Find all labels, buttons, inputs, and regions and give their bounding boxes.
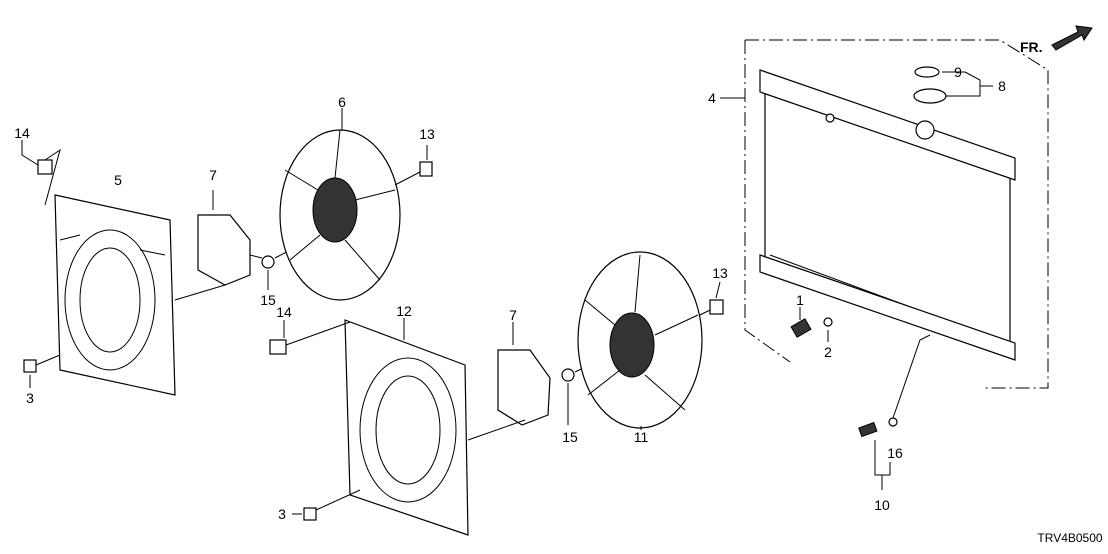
callout-7-upper: 7 — [209, 167, 217, 183]
radiator-cap-8 — [913, 88, 947, 104]
nut-13-upper — [419, 161, 433, 177]
callout-3-upper: 3 — [26, 390, 34, 406]
sensor-1 — [790, 318, 812, 338]
o-ring-2 — [823, 317, 833, 327]
bolt-3-upper — [23, 359, 37, 373]
bolt-3-lower — [303, 507, 317, 521]
radiator — [759, 69, 1016, 361]
callout-12: 12 — [396, 303, 412, 319]
diagram-code: TRV4B0500 — [1037, 531, 1102, 545]
callout-5: 5 — [114, 172, 122, 188]
o-ring-16 — [888, 417, 898, 427]
front-direction-indicator: FR. — [1020, 25, 1093, 55]
callout-9: 9 — [954, 64, 962, 80]
drain-plug-10 — [858, 421, 878, 438]
callout-15-lower: 15 — [562, 429, 578, 445]
washer-15-lower — [561, 368, 575, 382]
callout-2: 2 — [824, 344, 832, 360]
callout-11: 11 — [634, 429, 649, 445]
callout-13-lower: 13 — [712, 265, 728, 281]
callout-15-upper: 15 — [260, 292, 276, 308]
fan-shroud-12 — [344, 318, 469, 536]
front-arrow-icon — [1051, 25, 1093, 51]
callout-14-lower: 14 — [276, 304, 292, 320]
callout-14-upper: 14 — [14, 125, 30, 141]
radiator-assembly-boundary — [744, 39, 1049, 389]
washer-15-upper — [261, 255, 275, 269]
callout-6: 6 — [338, 94, 346, 110]
callout-8: 8 — [998, 78, 1006, 94]
callout-16: 16 — [887, 445, 903, 461]
fan-6 — [279, 108, 401, 301]
bolt-14-upper — [37, 159, 53, 175]
callout-13-upper: 13 — [419, 126, 435, 142]
callout-4: 4 — [708, 90, 716, 106]
bolt-14-lower — [269, 339, 287, 355]
callout-3-lower: 3 — [278, 506, 286, 522]
nut-13-lower — [709, 299, 724, 315]
callout-7-lower: 7 — [509, 307, 517, 323]
fan-shroud-5 — [54, 194, 176, 396]
fan-motor-7-lower — [467, 322, 551, 441]
callout-10: 10 — [874, 497, 890, 513]
fan-motor-7-upper — [197, 190, 251, 286]
fan-11 — [577, 251, 703, 430]
callout-1: 1 — [796, 292, 804, 308]
front-label: FR. — [1020, 39, 1043, 55]
seal-9 — [914, 66, 940, 78]
